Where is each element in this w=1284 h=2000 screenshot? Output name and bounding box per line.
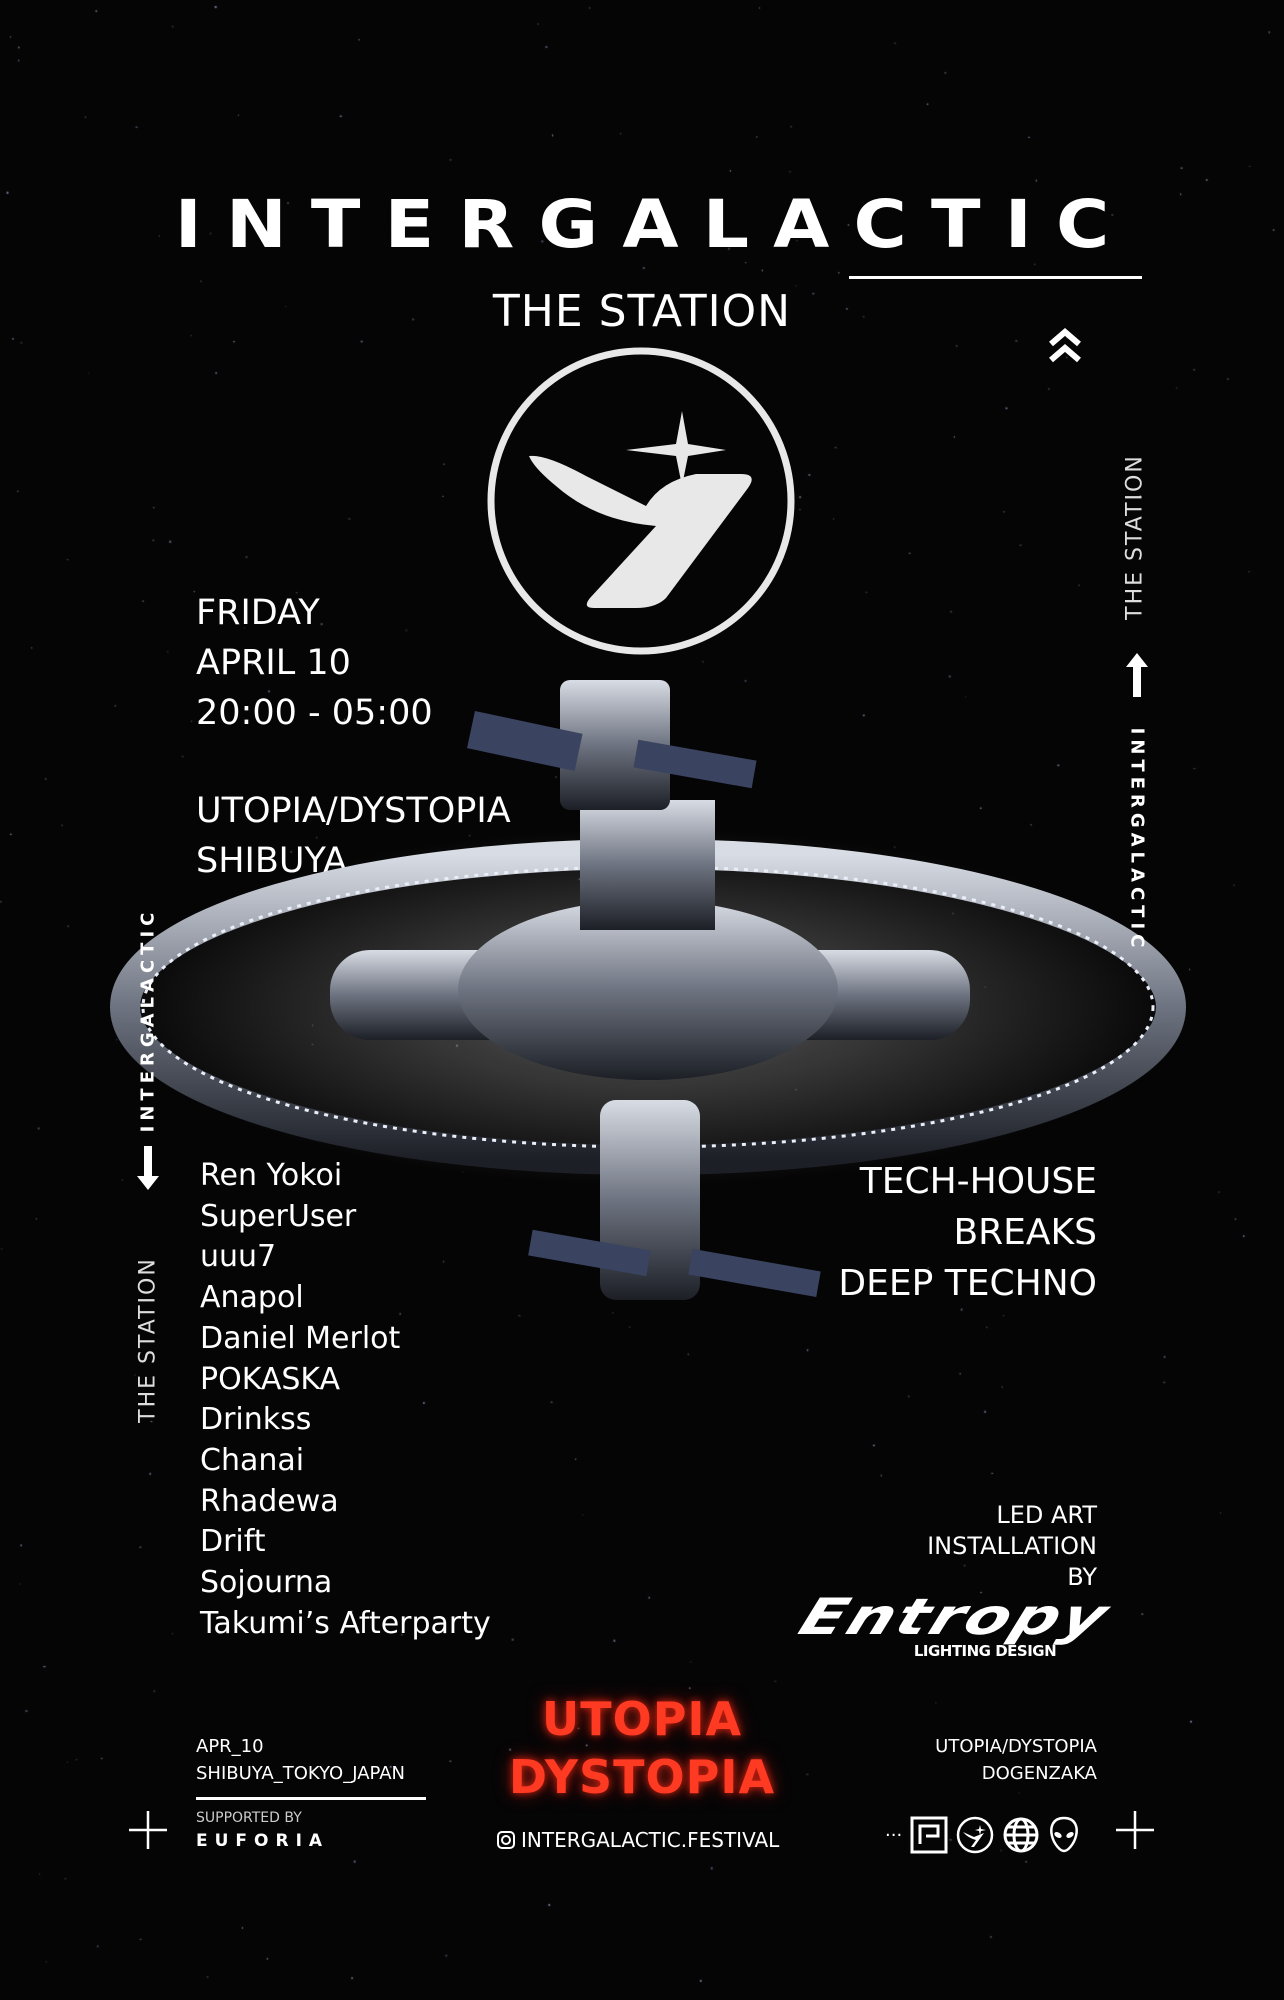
- genre: DEEP TECHNO: [838, 1263, 1097, 1304]
- led-line: BY: [1067, 1563, 1097, 1591]
- arrow-down-icon: [137, 1146, 159, 1190]
- side-intergalactic-right: INTERGALACTIC: [1126, 727, 1148, 953]
- event-venue: UTOPIA/DYSTOPIA SHIBUYA: [196, 786, 511, 886]
- event-date: APRIL 10: [196, 643, 351, 683]
- genre: BREAKS: [953, 1212, 1097, 1253]
- event-time: 20:00 - 05:00: [196, 693, 433, 733]
- artist: Sojourna: [200, 1565, 333, 1601]
- led-art-credit: LED ART INSTALLATION BY: [927, 1500, 1097, 1593]
- entropy-wordmark: Entropy: [791, 1588, 1119, 1646]
- footer-icons: ···: [885, 1816, 1080, 1854]
- instagram-link[interactable]: INTERGALACTIC.FESTIVAL: [497, 1828, 779, 1852]
- side-station-left: THE STATION: [135, 1257, 161, 1423]
- station-logo: [487, 347, 795, 655]
- ellipsis: ···: [885, 1824, 903, 1846]
- footer-location: SHIBUYA_TOKYO_JAPAN: [196, 1763, 405, 1784]
- neon-dystopia-logo: DYSTOPIA: [508, 1750, 776, 1804]
- globe-icon: [1003, 1817, 1039, 1853]
- sponsor-logo: EUFORIA: [196, 1831, 330, 1851]
- music-genres: TECH-HOUSE BREAKS DEEP TECHNO: [838, 1156, 1097, 1309]
- artist: SuperUser: [200, 1198, 357, 1234]
- instagram-handle: INTERGALACTIC.FESTIVAL: [521, 1828, 780, 1852]
- plus-icon: [1116, 1811, 1154, 1849]
- artist: Takumi’s Afterparty: [200, 1605, 491, 1641]
- artist: uuu7: [200, 1239, 277, 1275]
- double-chevron-up-icon: [1049, 328, 1081, 363]
- artist: Daniel Merlot: [200, 1320, 401, 1356]
- artist: POKASKA: [200, 1361, 341, 1397]
- artist: Anapol: [200, 1280, 304, 1316]
- festival-title: INTERGALACTIC: [174, 186, 1134, 263]
- artist: Chanai: [200, 1442, 305, 1478]
- footer-right-info: UTOPIA/DYSTOPIA DOGENZAKA: [935, 1733, 1097, 1787]
- artist: Rhadewa: [200, 1483, 339, 1519]
- led-line: LED ART: [996, 1501, 1097, 1529]
- artist: Drift: [200, 1524, 266, 1560]
- footer-left-info: APR_10 SHIBUYA_TOKYO_JAPAN: [196, 1733, 405, 1787]
- venue-name: UTOPIA/DYSTOPIA: [196, 791, 511, 831]
- title-underline: [849, 276, 1142, 279]
- footer-venue: UTOPIA/DYSTOPIA: [935, 1736, 1097, 1757]
- artist-lineup: Ren Yokoi SuperUser uuu7 Anapol Daniel M…: [200, 1156, 491, 1644]
- entropy-subtitle: LIGHTING DESIGN: [913, 1642, 1057, 1660]
- artist: Ren Yokoi: [200, 1158, 343, 1193]
- event-day: FRIDAY: [196, 593, 320, 633]
- alien-icon: [1050, 1816, 1079, 1853]
- neon-utopia-logo: UTOPIA: [541, 1692, 743, 1746]
- entropy-logo: Entropy LIGHTING DESIGN: [792, 1588, 1119, 1660]
- side-station-right: THE STATION: [1122, 454, 1148, 620]
- supported-by-label: SUPPORTED BY: [196, 1810, 302, 1826]
- side-intergalactic-left: INTERGALACTIC: [137, 907, 159, 1133]
- genre: TECH-HOUSE: [859, 1161, 1097, 1202]
- footer-date: APR_10: [196, 1736, 264, 1757]
- led-line: INSTALLATION: [927, 1532, 1097, 1560]
- square-logo-icon: [910, 1816, 948, 1854]
- space-station-image: [108, 680, 1188, 1300]
- event-datetime: FRIDAY APRIL 10 20:00 - 05:00: [196, 588, 433, 738]
- artist: Drinkss: [200, 1402, 312, 1438]
- plus-icon: [129, 1811, 167, 1849]
- station-logo-icon: [956, 1816, 994, 1854]
- arrow-up-icon: [1126, 653, 1148, 697]
- instagram-icon: [497, 1831, 515, 1849]
- event-subtitle: THE STATION: [492, 286, 792, 337]
- footer-area: DOGENZAKA: [981, 1763, 1097, 1784]
- footer-divider: [196, 1797, 426, 1800]
